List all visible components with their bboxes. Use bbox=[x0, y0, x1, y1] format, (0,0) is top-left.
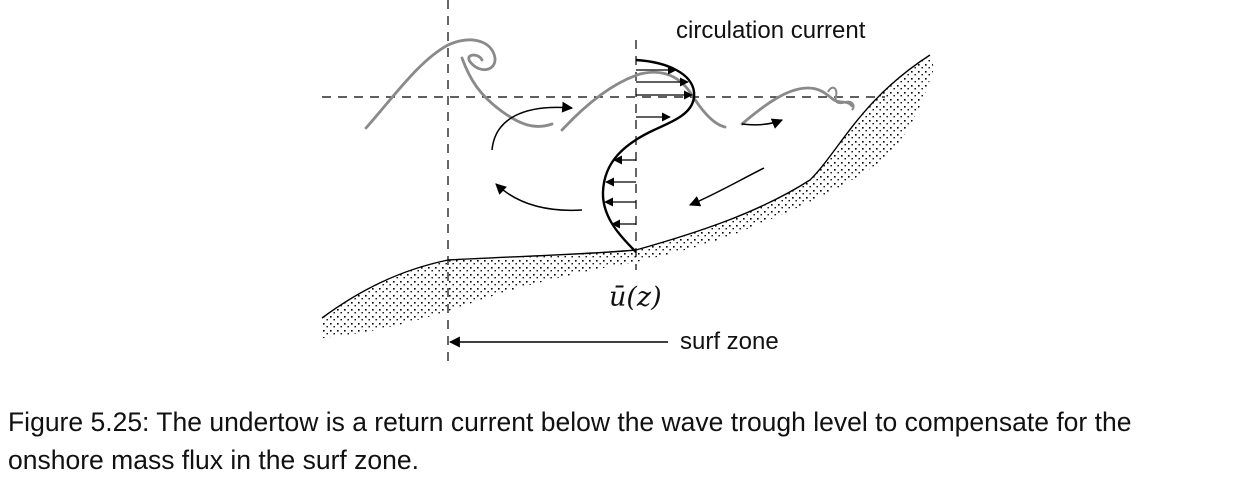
circulation-arrow-upper-left bbox=[491, 101, 574, 151]
caption-line-1: Figure 5.25: The undertow is a return cu… bbox=[8, 407, 1132, 437]
figure-caption: Figure 5.25: The undertow is a return cu… bbox=[8, 403, 1248, 479]
velocity-profile-arrows bbox=[604, 65, 693, 229]
caption-line-2: onshore mass flux in the surf zone. bbox=[8, 445, 419, 475]
velocity-profile-label: ū(z) bbox=[609, 282, 662, 313]
circulation-current-label: circulation current bbox=[676, 17, 866, 44]
breaking-wave bbox=[364, 38, 554, 130]
velocity-profile-curve bbox=[601, 58, 696, 253]
seabed-sand bbox=[322, 55, 934, 338]
circulation-arrow-lower-left bbox=[495, 183, 583, 212]
circulation-arrow-upper-right bbox=[741, 118, 784, 129]
undertow-diagram: circulation current ū(z) surf zone bbox=[321, 0, 934, 368]
circulation-arrow-lower-right bbox=[688, 167, 765, 207]
wave-foam bbox=[827, 86, 855, 111]
surf-zone-label: surf zone bbox=[680, 328, 779, 355]
wave-crest-2 bbox=[560, 70, 727, 132]
